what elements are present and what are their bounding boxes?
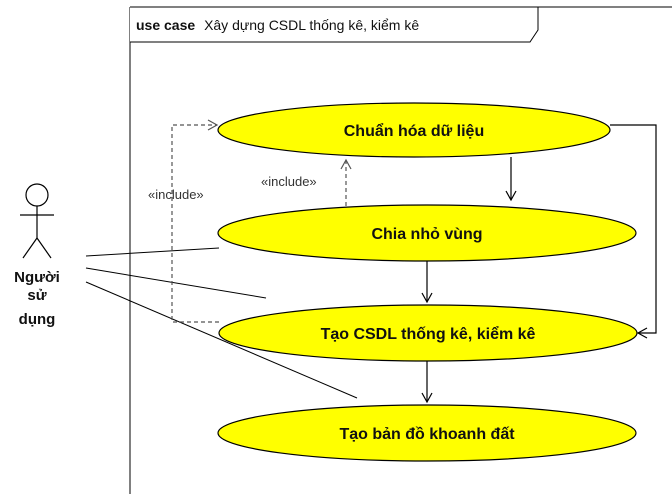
include-relations: «include» «include» <box>148 119 352 323</box>
arrow-uc1-to-uc3 <box>610 124 657 339</box>
use-case-label: Chia nhỏ vùng <box>371 226 482 243</box>
frame-keyword: use case <box>136 17 195 33</box>
flow-arrows <box>421 124 657 404</box>
use-case-chia-nho-vung[interactable]: Chia nhỏ vùng <box>217 204 637 262</box>
association-uc3 <box>85 267 267 299</box>
association-uc2 <box>85 247 220 257</box>
frame-tab <box>130 6 539 43</box>
actor-name-line-1: Người <box>14 269 60 286</box>
actor-nguoi-su-dung[interactable]: Người sử dụng <box>14 183 60 328</box>
use-case-ellipse <box>218 304 638 362</box>
use-case-label: Chuẩn hóa dữ liệu <box>344 122 484 140</box>
actor-name-line-2: sử <box>27 287 46 304</box>
include-arrow-left <box>171 119 219 323</box>
actor-left-leg <box>22 237 38 259</box>
frame-heading: use case Xây dựng CSDL thống kê, kiểm kê <box>136 17 419 33</box>
actor-name-line-3: dụng <box>19 311 56 328</box>
include-label-left: «include» <box>148 187 204 202</box>
use-case-tao-csdl-thong-ke-kiem-ke[interactable]: Tạo CSDL thống kê, kiểm kê <box>218 304 638 362</box>
use-case-chuan-hoa-du-lieu[interactable]: Chuẩn hóa dữ liệu <box>217 102 611 158</box>
include-label-center: «include» <box>261 174 317 189</box>
use-case-label: Tạo bản đồ khoanh đất <box>339 426 515 443</box>
use-case-ellipse <box>217 404 637 462</box>
association-uc4 <box>85 281 358 399</box>
actor-right-leg <box>36 237 52 259</box>
frame-title-text: Xây dựng CSDL thống kê, kiểm kê <box>204 17 419 33</box>
use-case-ellipse <box>217 204 637 262</box>
system-frame: use case Xây dựng CSDL thống kê, kiểm kê <box>129 6 672 494</box>
use-case-tao-ban-do-khoanh-dat[interactable]: Tạo bản đồ khoanh đất <box>217 404 637 462</box>
use-case-ellipse <box>217 102 611 158</box>
associations <box>85 247 358 399</box>
actor-head <box>25 183 49 207</box>
use-case-label: Tạo CSDL thống kê, kiểm kê <box>321 325 536 343</box>
